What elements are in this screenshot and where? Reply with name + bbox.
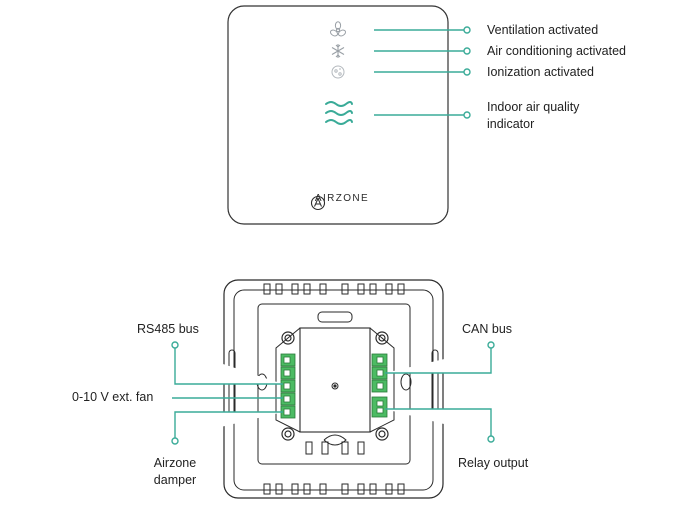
back-device-outer	[223, 279, 444, 499]
ionization-icon	[331, 65, 345, 79]
label-air-conditioning: Air conditioning activated	[487, 44, 626, 58]
airzone-logo-icon	[310, 195, 326, 211]
label-can-bus: CAN bus	[462, 322, 513, 336]
label-relay-output: Relay output	[458, 456, 529, 470]
label-ventilation: Ventilation activated	[487, 23, 599, 37]
snowflake-icon	[331, 44, 345, 58]
fan-icon	[329, 21, 347, 37]
label-airzone-damper: Airzone damper	[153, 456, 197, 487]
label-0-10v-ext-fan: 0-10 V ext. fan	[72, 390, 154, 404]
label-ionization: Ionization activated	[487, 65, 595, 79]
back-device	[223, 279, 444, 499]
front-callouts	[374, 26, 471, 119]
back-callouts	[171, 341, 495, 445]
brand-logo-text: AIRZONE	[314, 193, 370, 204]
label-rs485-bus: RS485 bus	[137, 322, 199, 336]
right-terminal-block	[371, 353, 388, 418]
device-vents	[263, 283, 405, 495]
left-terminal-block	[280, 353, 296, 419]
air-quality-waves-icon	[325, 101, 353, 125]
label-air-quality: Indoor air quality indicator	[487, 100, 580, 131]
